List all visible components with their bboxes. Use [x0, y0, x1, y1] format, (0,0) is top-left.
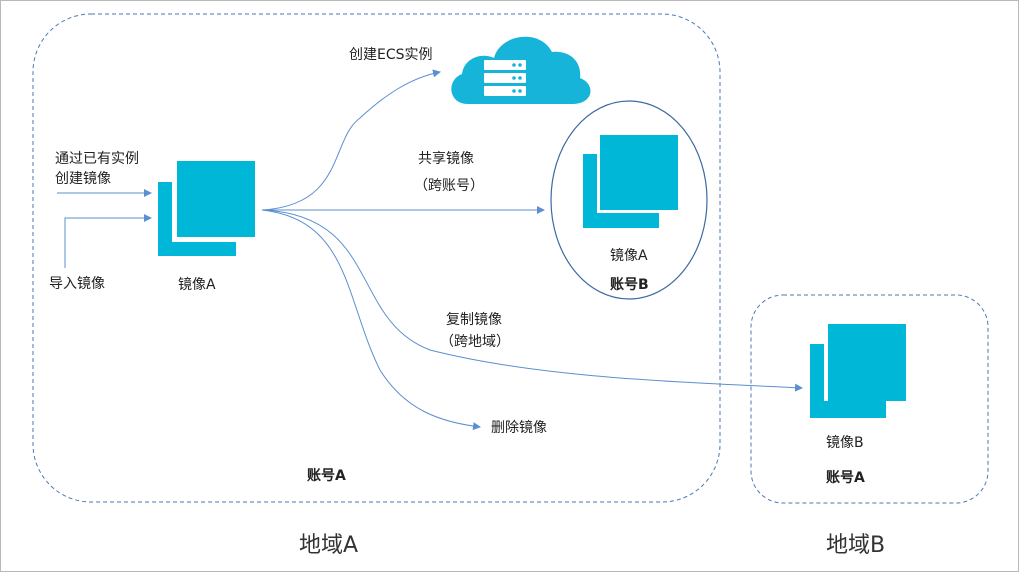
- share-label-line2: （跨账号）: [414, 178, 484, 194]
- import-label: 导入镜像: [49, 276, 105, 292]
- copy-label-line1: 复制镜像: [446, 311, 502, 328]
- region-b-name: 地域B: [826, 533, 885, 558]
- image-stack-icon: [583, 135, 678, 228]
- source-image-label: 镜像A: [178, 277, 216, 293]
- region-b-image-label: 镜像B: [826, 435, 864, 451]
- region-a-container: [32, 13, 721, 503]
- image-stack-icon: [810, 324, 906, 418]
- delete-label: 删除镜像: [491, 420, 547, 436]
- account-b-image-label: 镜像A: [610, 248, 648, 264]
- account-b-name: 账号B: [610, 277, 649, 293]
- region-a-name: 地域A: [299, 533, 358, 558]
- from-instance-label-line1: 通过已有实例: [55, 151, 139, 167]
- region-a-account-label: 账号A: [307, 468, 346, 484]
- create-ecs-label: 创建ECS实例: [349, 47, 433, 63]
- arrow-copy: [261, 209, 803, 392]
- share-label-line1: 共享镜像: [418, 150, 474, 167]
- from-instance-label-line2: 创建镜像: [55, 171, 111, 187]
- cloud-server-icon: [451, 36, 591, 104]
- copy-label-line2: （跨地域）: [440, 334, 510, 350]
- arrow-create-ecs: [261, 69, 441, 211]
- arrow-import: [64, 214, 152, 268]
- image-stack-icon: [158, 161, 255, 256]
- region-b-container: [750, 294, 989, 504]
- arrow-delete: [261, 209, 481, 431]
- region-b-account-label: 账号A: [826, 470, 865, 486]
- account-b-ellipse: [550, 100, 708, 300]
